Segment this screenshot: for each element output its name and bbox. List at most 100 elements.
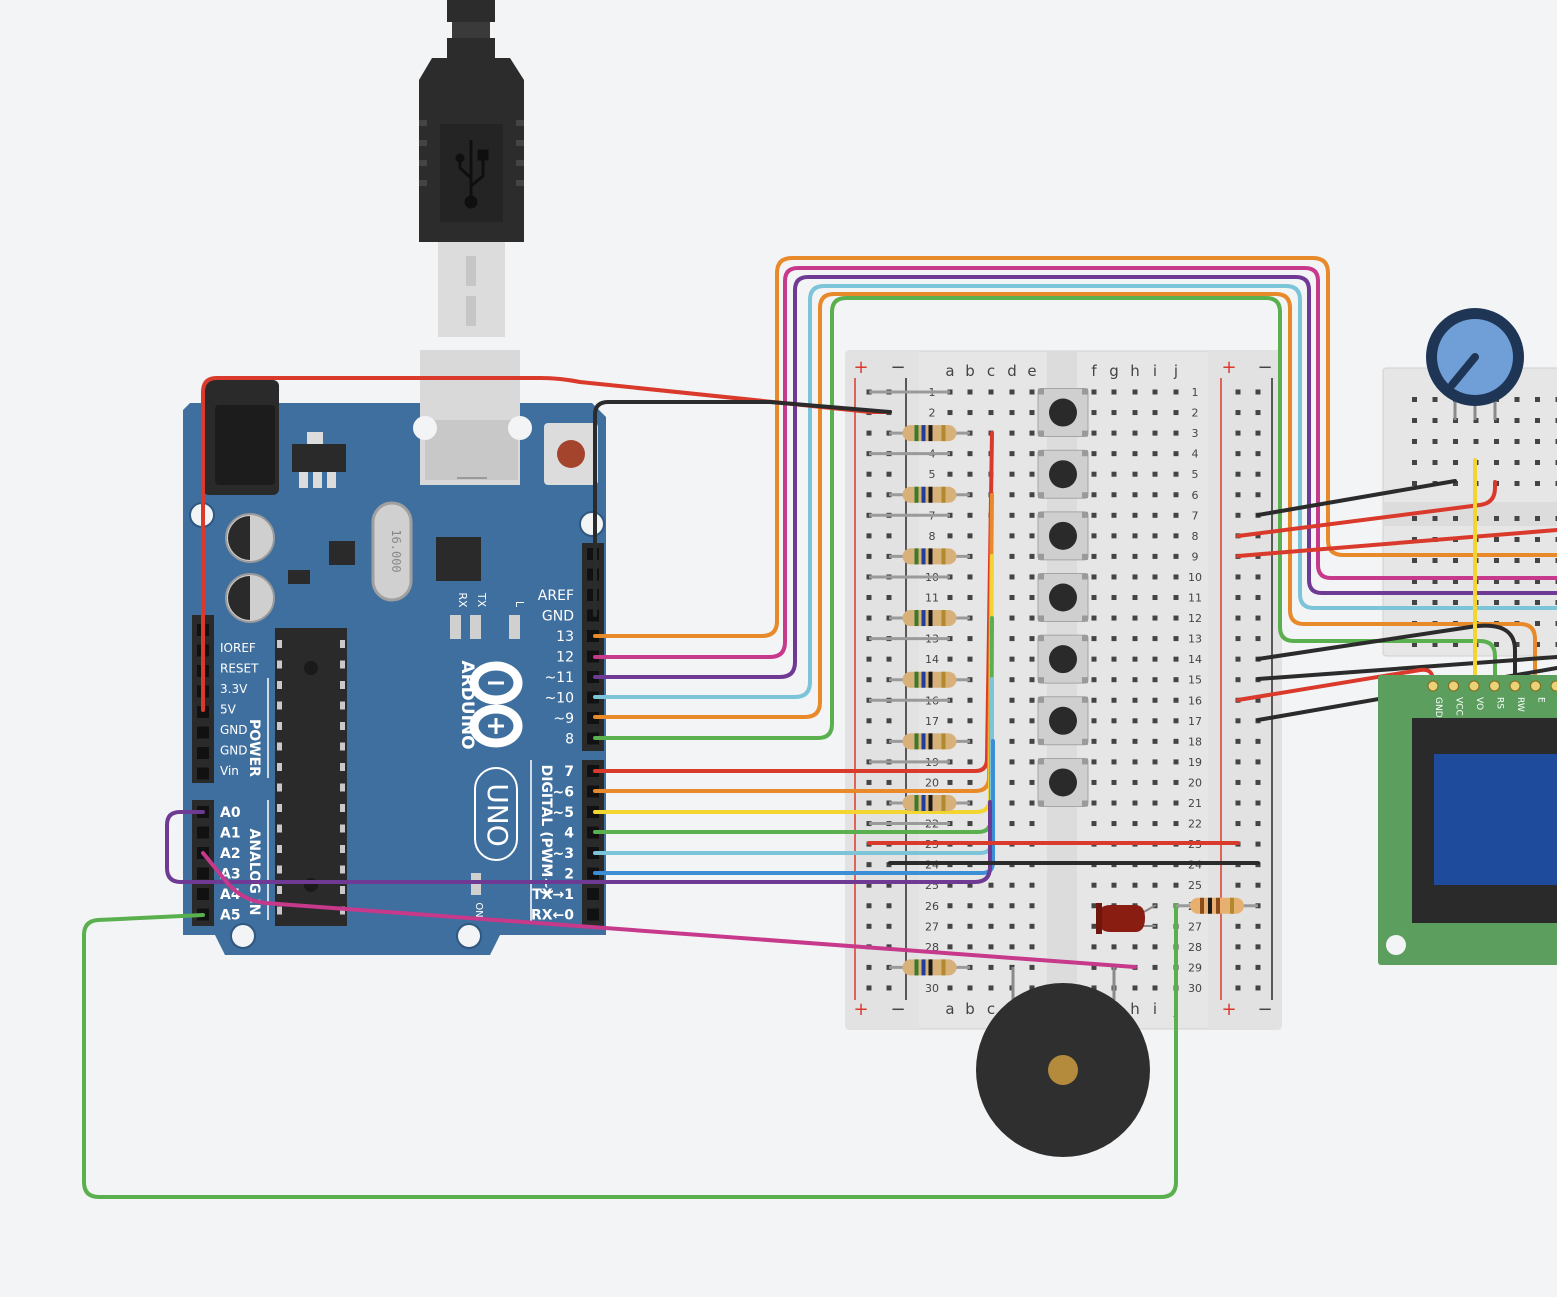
mini-breadboard-hole[interactable]: [1412, 600, 1417, 605]
breadboard-hole[interactable]: [1009, 574, 1015, 580]
rail-hole[interactable]: [866, 800, 872, 806]
breadboard-hole[interactable]: [967, 903, 973, 909]
breadboard-hole[interactable]: [1132, 677, 1138, 683]
mini-breadboard-hole[interactable]: [1514, 558, 1520, 563]
mini-breadboard-hole[interactable]: [1535, 460, 1540, 465]
breadboard-hole[interactable]: [1173, 779, 1179, 785]
rail-hole[interactable]: [866, 903, 872, 909]
rail-hole[interactable]: [866, 882, 872, 888]
mini-breadboard-hole[interactable]: [1432, 600, 1438, 605]
lcd-pin[interactable]: [1448, 680, 1459, 692]
wire-black-right-2[interactable]: [1256, 623, 1517, 692]
breadboard-hole[interactable]: [1091, 800, 1097, 806]
resistor[interactable]: [889, 733, 970, 750]
header-socket[interactable]: [197, 888, 209, 900]
mini-breadboard-hole[interactable]: [1432, 418, 1438, 423]
rail-hole[interactable]: [1255, 553, 1261, 559]
breadboard-hole[interactable]: [1173, 759, 1179, 765]
breadboard-hole[interactable]: [1091, 451, 1097, 457]
mini-breadboard-hole[interactable]: [1453, 460, 1458, 465]
lcd-pin[interactable]: [1468, 680, 1480, 692]
mini-breadboard-hole[interactable]: [1535, 418, 1540, 423]
breadboard-hole[interactable]: [1091, 718, 1097, 724]
breadboard-hole[interactable]: [1111, 389, 1117, 395]
mini-breadboard-hole[interactable]: [1514, 579, 1520, 584]
breadboard-hole[interactable]: [1152, 944, 1158, 950]
breadboard-hole[interactable]: [1091, 389, 1097, 395]
breadboard-hole[interactable]: [1111, 615, 1117, 621]
mini-breadboard-hole[interactable]: [1473, 418, 1479, 423]
breadboard-hole[interactable]: [1009, 512, 1015, 518]
rail-hole[interactable]: [886, 779, 892, 785]
wire-pin10-cyan[interactable]: [593, 284, 1557, 699]
breadboard-hole[interactable]: [1091, 656, 1097, 662]
breadboard-hole[interactable]: [1029, 636, 1035, 642]
rail-hole[interactable]: [886, 882, 892, 888]
breadboard-hole[interactable]: [1111, 492, 1117, 498]
wire-black-right-1[interactable]: [1256, 479, 1457, 517]
rail-hole[interactable]: [1255, 882, 1261, 888]
breadboard-hole[interactable]: [1111, 451, 1117, 457]
rail-hole[interactable]: [886, 944, 892, 950]
rail-hole[interactable]: [1235, 492, 1241, 498]
pushbutton[interactable]: [1037, 696, 1089, 746]
rail-hole[interactable]: [886, 985, 892, 991]
pushbutton[interactable]: [1037, 757, 1089, 807]
breadboard-hole[interactable]: [1173, 677, 1179, 683]
resistor[interactable]: [889, 671, 970, 688]
rail-hole[interactable]: [1255, 841, 1261, 847]
breadboard-hole[interactable]: [1091, 985, 1097, 991]
mini-breadboard-hole[interactable]: [1494, 418, 1499, 423]
mini-breadboard-hole[interactable]: [1494, 579, 1499, 584]
breadboard-hole[interactable]: [1091, 779, 1097, 785]
mini-breadboard-hole[interactable]: [1555, 579, 1557, 584]
breadboard-hole[interactable]: [1091, 512, 1097, 518]
breadboard-hole[interactable]: [1111, 821, 1117, 827]
mini-breadboard-hole[interactable]: [1412, 642, 1417, 647]
resistor[interactable]: [889, 795, 970, 811]
breadboard-hole[interactable]: [1173, 656, 1179, 662]
breadboard-hole[interactable]: [1009, 718, 1015, 724]
mini-breadboard-hole[interactable]: [1432, 558, 1438, 563]
breadboard-hole[interactable]: [1009, 923, 1015, 929]
rail-hole[interactable]: [886, 533, 892, 539]
wire-black-right-3[interactable]: [1256, 655, 1557, 681]
breadboard-hole[interactable]: [1111, 512, 1117, 518]
breadboard-hole[interactable]: [1111, 882, 1117, 888]
breadboard-hole[interactable]: [967, 759, 973, 765]
breadboard-hole[interactable]: [1132, 410, 1138, 416]
breadboard-hole[interactable]: [1132, 718, 1138, 724]
rail-hole[interactable]: [1255, 738, 1261, 744]
breadboard-hole[interactable]: [1029, 718, 1035, 724]
breadboard-hole[interactable]: [1152, 430, 1158, 436]
rail-hole[interactable]: [1255, 410, 1261, 416]
mini-breadboard-hole[interactable]: [1494, 460, 1499, 465]
mini-breadboard-hole[interactable]: [1432, 460, 1438, 465]
mini-breadboard-hole[interactable]: [1453, 600, 1458, 605]
breadboard-hole[interactable]: [1091, 677, 1097, 683]
pushbutton[interactable]: [1037, 449, 1089, 499]
breadboard-hole[interactable]: [988, 985, 994, 991]
breadboard-hole[interactable]: [1152, 759, 1158, 765]
mini-breadboard-hole[interactable]: [1555, 537, 1557, 542]
rail-hole[interactable]: [1235, 718, 1241, 724]
mini-breadboard-hole[interactable]: [1412, 481, 1417, 486]
resistor[interactable]: [889, 959, 970, 976]
rail-hole[interactable]: [886, 471, 892, 477]
breadboard-hole[interactable]: [1132, 615, 1138, 621]
mini-breadboard-hole[interactable]: [1535, 621, 1540, 626]
breadboard-hole[interactable]: [1091, 821, 1097, 827]
rail-hole[interactable]: [1255, 615, 1261, 621]
rail-hole[interactable]: [1255, 471, 1261, 477]
breadboard-hole[interactable]: [1152, 738, 1158, 744]
resistor[interactable]: [889, 548, 970, 565]
breadboard-hole[interactable]: [988, 389, 994, 395]
lcd-display[interactable]: GNDVCCVORSRWEDB0: [1378, 675, 1557, 965]
breadboard-hole[interactable]: [1173, 451, 1179, 457]
breadboard-hole[interactable]: [1091, 636, 1097, 642]
rail-hole[interactable]: [1255, 985, 1261, 991]
rail-hole[interactable]: [1235, 389, 1241, 395]
breadboard-hole[interactable]: [1009, 615, 1015, 621]
breadboard-hole[interactable]: [1009, 451, 1015, 457]
wire-pin8-green[interactable]: [593, 296, 1497, 740]
